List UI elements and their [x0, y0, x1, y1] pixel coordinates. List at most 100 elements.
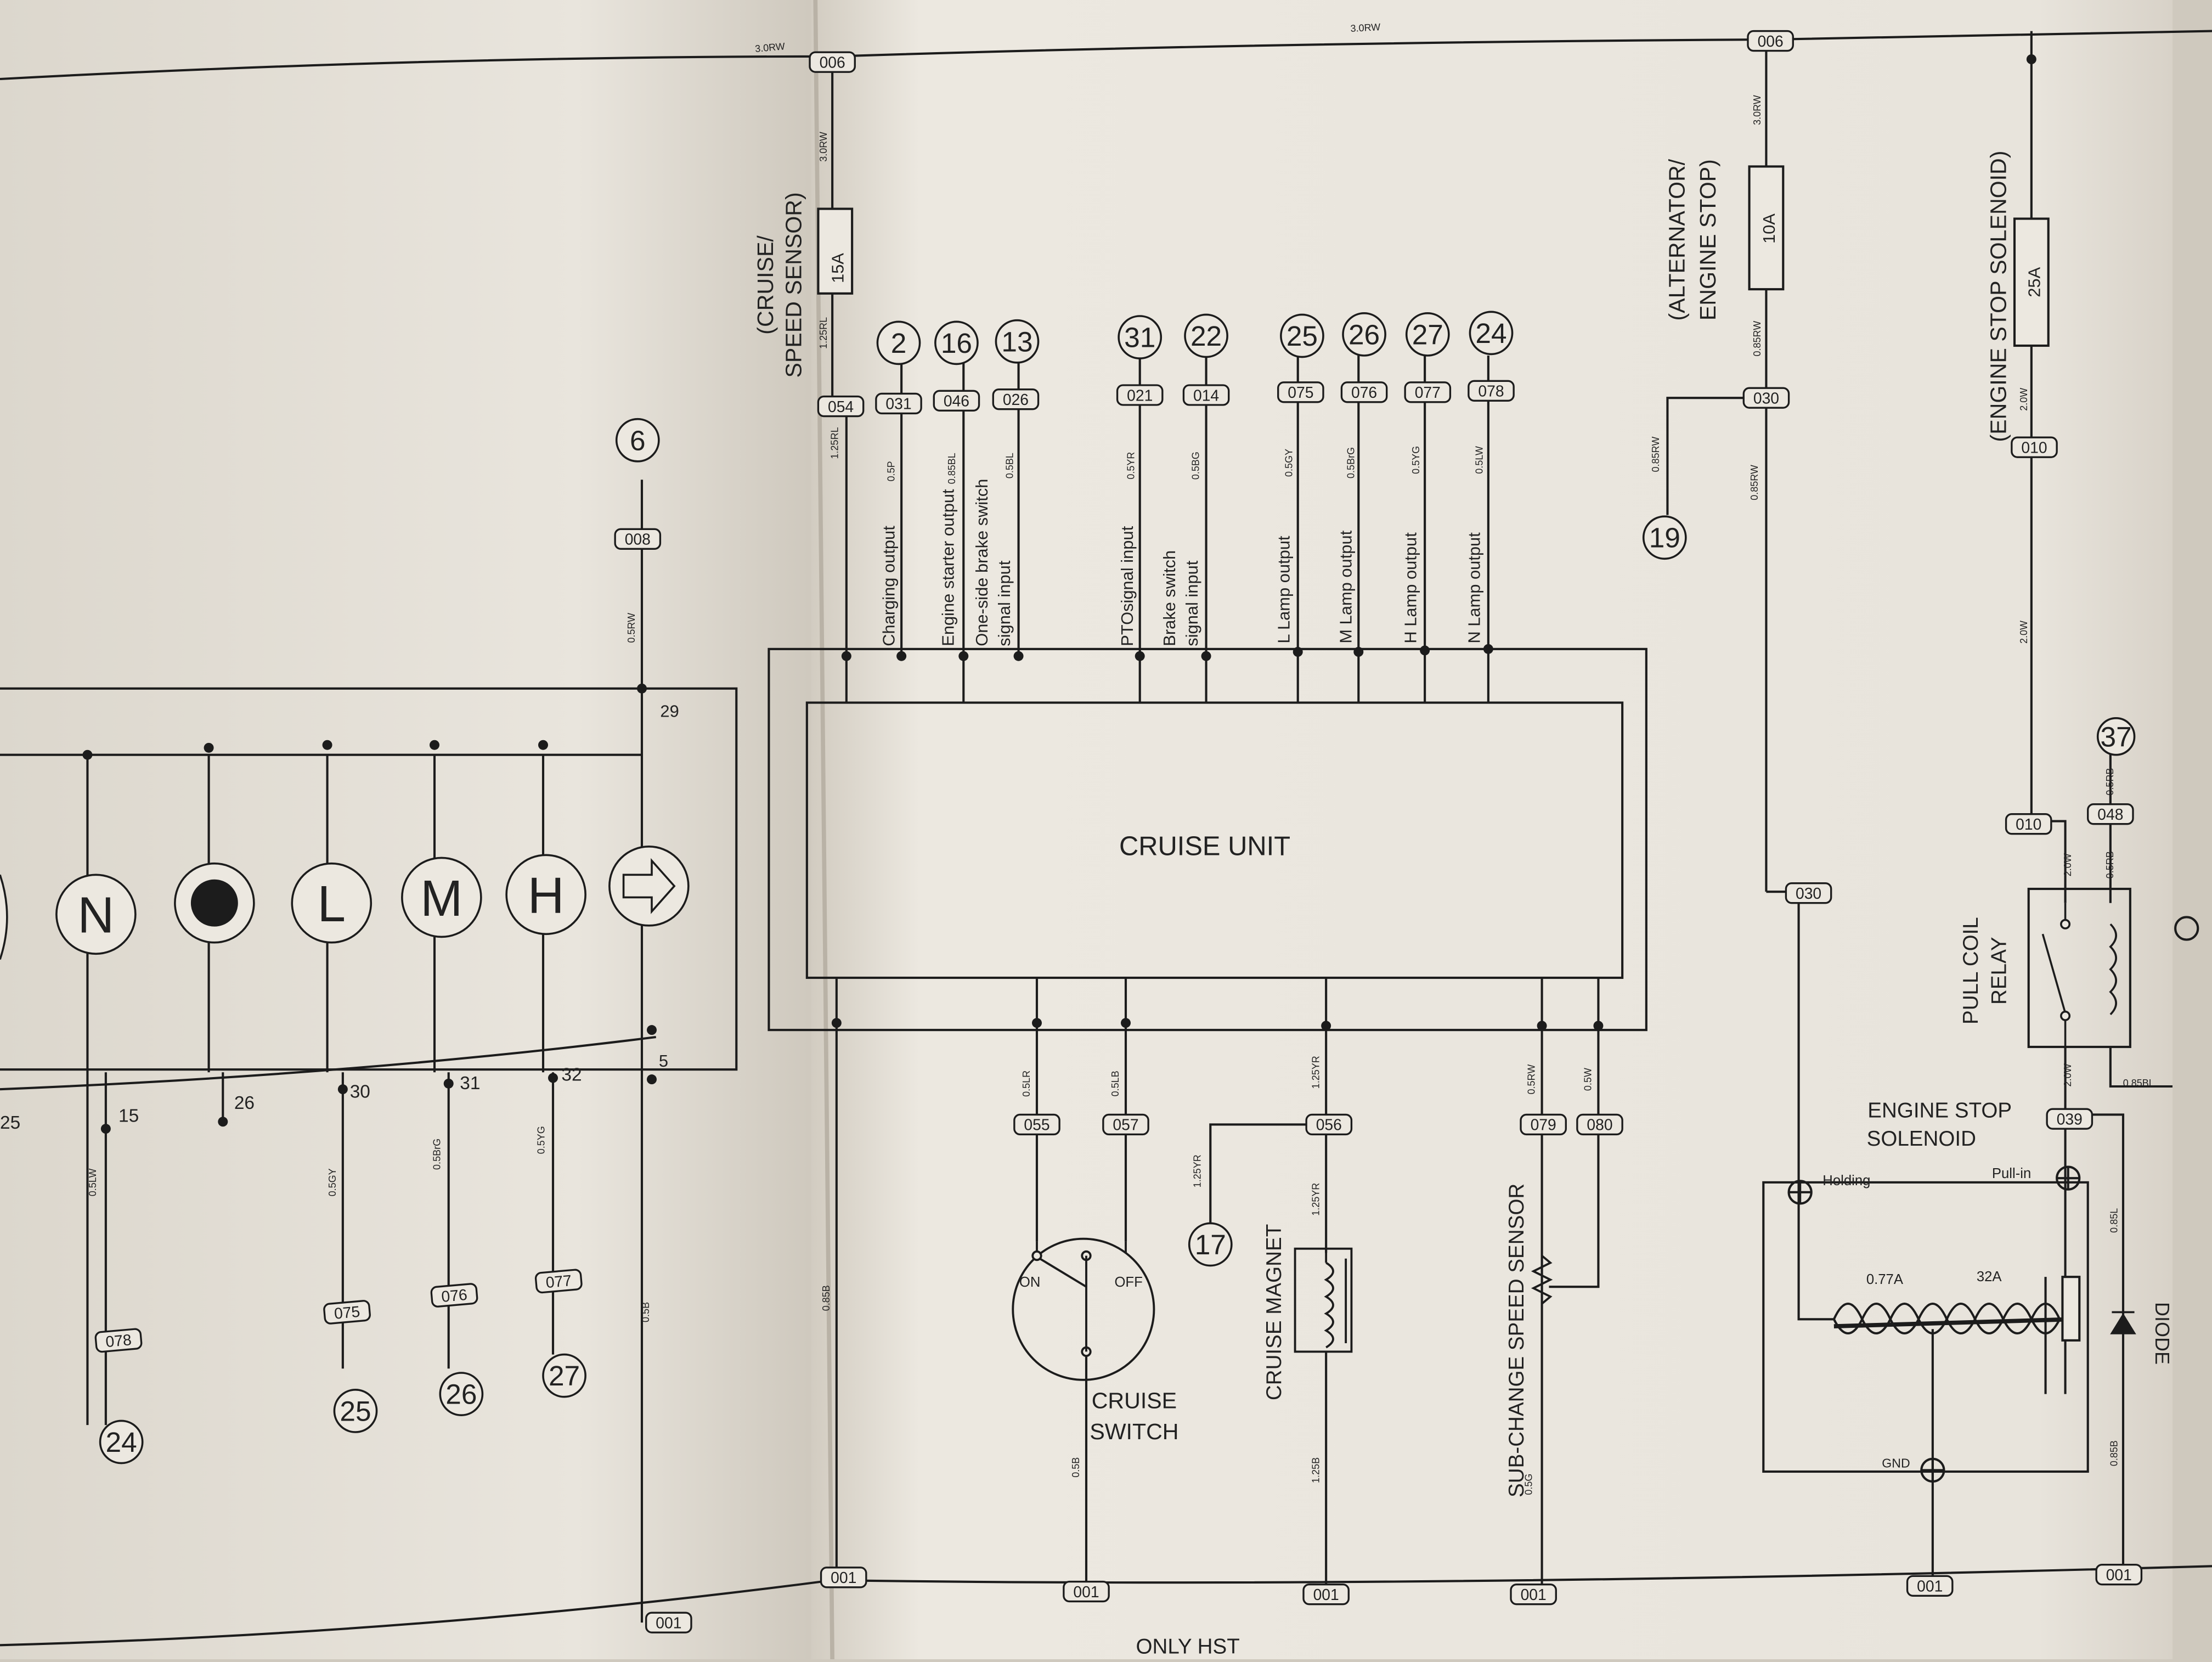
reference-number: 26 — [445, 1378, 477, 1410]
connector-box — [2095, 1564, 2143, 1586]
wire-code-w055: 0.5LR — [1021, 1071, 1032, 1097]
wire-code-w080: 0.5W — [1583, 1068, 1594, 1091]
label-labels-pin32: 32 — [561, 1065, 582, 1085]
wire-code-relay_48: 0.5RB — [2104, 768, 2115, 796]
reference-number: 24 — [1475, 317, 1506, 349]
reference-r16: 16 — [934, 320, 979, 365]
connector-c001_a: 001 — [820, 1567, 867, 1588]
connector-code: 046 — [944, 392, 969, 410]
reference-circle — [1280, 313, 1324, 358]
wire-code-relay_in: 2.0W — [2062, 853, 2073, 876]
reference-number: 27 — [1412, 318, 1443, 350]
wire-code-w014: 0.5BG — [1190, 452, 1201, 480]
wire-code-w079: 0.5RW — [1526, 1064, 1537, 1095]
reference-number: 25 — [1286, 320, 1318, 352]
connector-code: 010 — [2016, 815, 2041, 833]
wire-code-w078: 0.5LW — [1474, 446, 1485, 474]
connector-box — [2087, 803, 2134, 825]
wire-code-meter_5: 0.5B — [640, 1302, 651, 1322]
connector-box — [820, 1567, 867, 1588]
label-labels-pin5: 5 — [659, 1051, 668, 1071]
label-labels-brake_switch_2: signal input — [1182, 560, 1201, 646]
connector-box — [875, 392, 922, 415]
indicator-n-circle — [55, 874, 137, 955]
label-labels-brake_switch_1: Brake switch — [1160, 550, 1179, 646]
wire-code-es_out: 2.0W — [2018, 388, 2029, 411]
wire-code-w056: 1.25YR — [1310, 1056, 1321, 1089]
wire-code-w031: 0.5P — [885, 461, 896, 481]
cruise-switch-symbol — [1012, 1237, 1155, 1381]
reference-circle — [333, 1389, 378, 1433]
fuse-15a-rating: 15A — [828, 253, 848, 283]
reference-r13: 13 — [995, 319, 1040, 364]
connector-c077_l: 077 — [534, 1269, 583, 1294]
wire-code-alt_down: 0.85RW — [1749, 465, 1760, 500]
wire-code-w076: 0.5BrG — [1346, 447, 1357, 478]
reference-number: 6 — [630, 424, 646, 456]
label-labels-cruise_unit: CRUISE UNIT — [1119, 831, 1290, 861]
label-labels-pin15: 15 — [119, 1106, 139, 1126]
connector-c078_l: 078 — [94, 1328, 143, 1353]
connector-box — [1305, 1113, 1353, 1136]
reference-r31: 31 — [1118, 315, 1163, 359]
connector-c001_d: 001 — [1510, 1584, 1557, 1605]
connector-code: 001 — [1521, 1586, 1547, 1603]
connector-box — [1277, 381, 1324, 403]
reference-number: 27 — [549, 1360, 580, 1391]
glow-plug-icon — [190, 879, 238, 927]
wire-code-w17: 1.25YR — [1192, 1154, 1203, 1187]
connector-code: 054 — [828, 398, 854, 415]
connector-c001_b: 001 — [1063, 1580, 1110, 1603]
reference-circle — [934, 320, 979, 365]
connector-code: 056 — [1316, 1116, 1342, 1134]
connector-c048: 048 — [2087, 803, 2134, 825]
label-labels-charging_output: Charging output — [879, 526, 898, 646]
connector-c030_top: 030 — [1742, 387, 1790, 409]
reference-number: 22 — [1190, 320, 1222, 352]
connector-code: 057 — [1113, 1116, 1138, 1134]
wire-code-relay_48b: 0.5RB — [2104, 851, 2115, 878]
engine-stop-solenoid-box — [1762, 1181, 2089, 1473]
reference-circle — [876, 320, 921, 365]
pull-coil-relay — [2027, 887, 2131, 1049]
wire-code-w054: 1.25RL — [829, 427, 840, 459]
reference-number: 16 — [941, 327, 972, 359]
connector-box — [430, 1283, 478, 1308]
reference-circle — [1342, 312, 1386, 357]
indicator-l-letter: L — [318, 875, 346, 932]
connector-box — [1102, 1113, 1149, 1136]
reference-number: 17 — [1195, 1229, 1226, 1260]
connector-box — [1576, 1113, 1623, 1136]
connector-c046: 046 — [933, 390, 980, 412]
label-labels-l_lamp: L Lamp output — [1274, 536, 1293, 643]
connector-box — [645, 1612, 692, 1633]
reference-number: 19 — [1649, 522, 1680, 554]
connector-code: 078 — [1478, 382, 1504, 400]
connector-c014: 014 — [1182, 384, 1230, 406]
reference-r26b: 26 — [439, 1372, 484, 1416]
reference-r22: 22 — [1184, 313, 1228, 358]
reference-circle — [1405, 312, 1450, 357]
junction-dots — [82, 54, 2036, 1134]
connector-box — [2011, 436, 2058, 458]
connector-code: 031 — [885, 395, 911, 413]
connector-box — [1906, 1575, 1954, 1597]
connector-c079: 079 — [1520, 1113, 1567, 1136]
reference-r27: 27 — [1405, 312, 1450, 357]
connector-c021: 021 — [1116, 384, 1164, 406]
indicator-m-letter: M — [420, 870, 462, 927]
connector-box — [1013, 1113, 1060, 1136]
wire-code-meter_31: 0.5BrG — [431, 1139, 442, 1170]
wire-code-meter_32: 0.5YG — [536, 1126, 547, 1154]
reference-number: 2 — [891, 327, 907, 359]
left-page — [0, 0, 826, 1659]
reference-r6: 6 — [615, 418, 660, 463]
label-labels-cruise_switch_2: SWITCH — [1090, 1419, 1178, 1444]
reference-circle — [542, 1353, 586, 1398]
connector-box — [1742, 387, 1790, 409]
fuse-10a-rating: 10A — [1759, 213, 1779, 244]
label-labels-holding: Holding — [1822, 1173, 1870, 1188]
wire-code-sw_gnd: 0.5B — [1070, 1457, 1081, 1478]
label-labels-gnd: GND — [1882, 1456, 1910, 1470]
wire-code-meter_15: 0.5LW — [87, 1169, 98, 1197]
